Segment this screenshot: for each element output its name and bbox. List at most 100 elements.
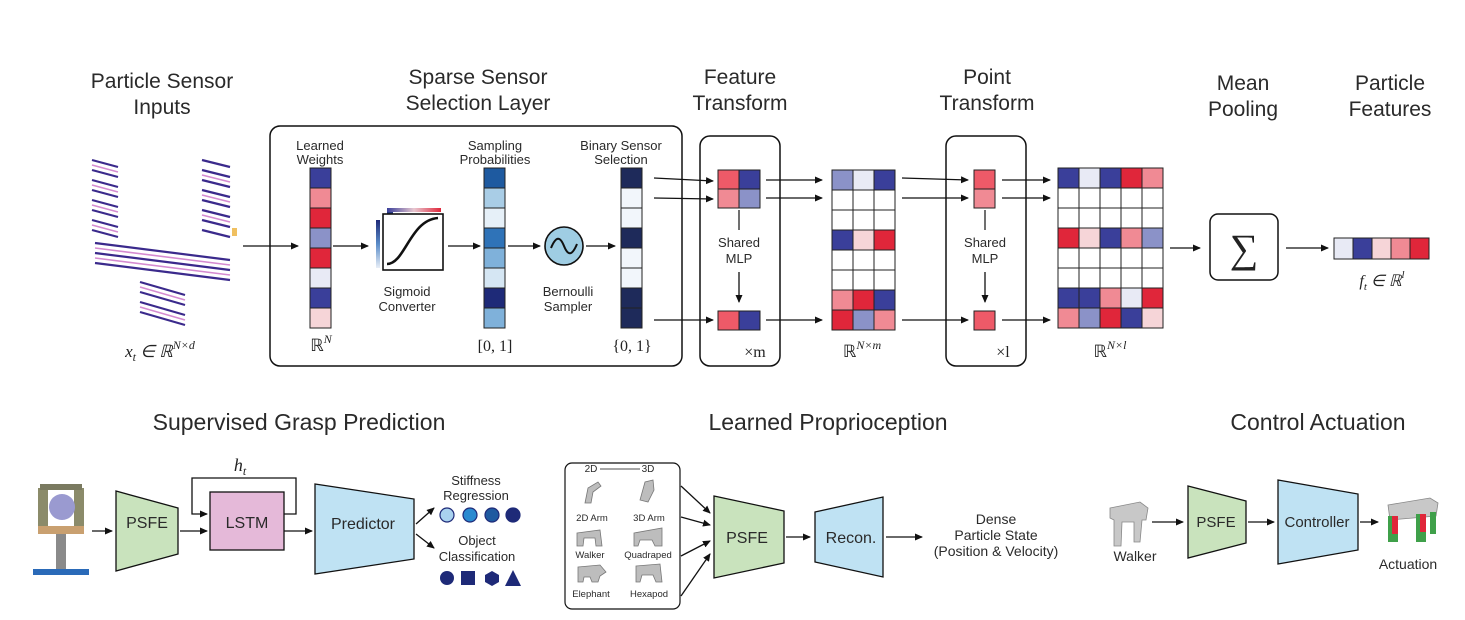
- recon-decoder: Recon.: [814, 496, 884, 578]
- predictor-block: Predictor: [314, 483, 415, 575]
- recurrent-loop: [191, 477, 297, 518]
- robot-labels: 2D Arm 3D Arm Walker Quadraped Elephant …: [572, 513, 672, 600]
- title-line: Features: [1349, 98, 1432, 121]
- psfe-label: PSFE: [1196, 514, 1235, 531]
- robot-label: Hexapod: [630, 589, 668, 600]
- object-classification-label: Object Classification: [439, 533, 516, 564]
- binary-selection-label: Binary Sensor Selection: [580, 138, 662, 167]
- sigmoid-label: Sigmoid Converter: [378, 284, 436, 314]
- times-l-label: ×l: [996, 344, 1010, 361]
- particle-feature-vector: [1333, 237, 1430, 260]
- gripper-image: [33, 484, 89, 575]
- title-line: Transform: [940, 92, 1035, 115]
- controller-block: Controller: [1277, 479, 1359, 565]
- point-transform-box: [945, 135, 1027, 367]
- label-line: Selection: [594, 152, 647, 167]
- arrow: [415, 507, 435, 525]
- stiffness-circles: [439, 507, 521, 523]
- robot-label: Elephant: [572, 589, 610, 600]
- label-line: (Position & Velocity): [934, 543, 1059, 559]
- particle-sensor-image: [88, 152, 238, 330]
- feature-mlp-top: [717, 169, 761, 209]
- title-line: Point: [963, 66, 1011, 89]
- section-title-particle-inputs: Particle Sensor Inputs: [91, 70, 233, 119]
- label-line: Dense: [976, 511, 1017, 527]
- lstm-label: LSTM: [226, 515, 269, 532]
- walker-label: Walker: [1113, 548, 1156, 564]
- lstm-block: LSTM: [209, 491, 285, 551]
- title-line: Particle Sensor: [91, 70, 233, 93]
- feature-transform-box: [699, 135, 781, 367]
- bernoulli-label: Bernoulli Sampler: [543, 284, 594, 314]
- mean-pooling-sum-box: ∑: [1209, 213, 1279, 281]
- label-line: Sampler: [544, 299, 593, 314]
- title-line: Transform: [693, 92, 788, 115]
- bernoulli-sampler-icon: [544, 226, 584, 266]
- label-line: Stiffness: [451, 473, 501, 488]
- feature-shared-mlp-label: Shared MLP: [718, 235, 760, 266]
- arrow: [653, 195, 714, 203]
- label-line: Learned: [296, 138, 344, 153]
- robot-label: 3D Arm: [633, 513, 665, 524]
- dim-3d: 3D: [642, 464, 655, 475]
- walker-image: [1109, 501, 1149, 547]
- title-line: Particle: [1355, 72, 1425, 95]
- label-line: Weights: [297, 152, 344, 167]
- robot-gallery-box: [564, 462, 681, 610]
- grasp-title: Supervised Grasp Prediction: [153, 409, 446, 435]
- proprio-title: Learned Proprioception: [708, 409, 947, 435]
- times-m-label: ×m: [744, 344, 766, 361]
- point-matrix: [1057, 167, 1164, 329]
- label-line: Shared: [964, 235, 1006, 250]
- dim-2d: 2D: [585, 464, 598, 475]
- psfe-label: PSFE: [726, 530, 768, 547]
- arrow: [653, 177, 714, 185]
- label-line: Sigmoid: [384, 284, 431, 299]
- binary-space-label: {0, 1}: [612, 338, 651, 355]
- control-title: Control Actuation: [1230, 409, 1405, 435]
- sparse-selection-box: [269, 125, 683, 367]
- arrow: [680, 516, 711, 527]
- sampling-probabilities-label: Sampling Probabilities: [460, 138, 531, 167]
- dim-headers: 2D 3D: [585, 464, 655, 475]
- title-line: Pooling: [1208, 98, 1278, 121]
- arrow: [680, 540, 711, 557]
- learned-weights-label: Learned Weights: [296, 138, 344, 167]
- label-line: Particle State: [954, 527, 1037, 543]
- label-line: Classification: [439, 549, 516, 564]
- label-line: Shared: [718, 235, 760, 250]
- label-line: Object: [458, 533, 496, 548]
- title-line: Feature: [704, 66, 776, 89]
- point-space-label: ℝN×l: [1094, 338, 1128, 361]
- input-space-label: xt ∈ ℝN×d: [124, 338, 196, 364]
- sum-symbol: ∑: [1230, 226, 1259, 271]
- label-line: MLP: [972, 251, 999, 266]
- section-title-mean-pooling: Mean Pooling: [1208, 72, 1278, 121]
- label-line: Converter: [378, 299, 436, 314]
- actuation-label: Actuation: [1379, 556, 1437, 572]
- control-psfe: PSFE: [1187, 485, 1247, 559]
- weights-space-label: ℝN: [310, 332, 332, 355]
- sampling-probabilities-vector: [483, 167, 506, 329]
- section-title-sparse-layer: Sparse Sensor Selection Layer: [406, 66, 551, 115]
- learned-weights-vector: [309, 167, 332, 329]
- predictor-label: Predictor: [331, 516, 396, 533]
- label-line: Probabilities: [460, 152, 531, 167]
- hidden-state-label: ht: [234, 455, 247, 478]
- proprio-psfe: PSFE: [713, 495, 785, 579]
- object-class-shapes: [440, 570, 521, 586]
- actuation-image: [1387, 497, 1439, 542]
- title-line: Inputs: [133, 96, 190, 119]
- point-mlp-bottom: [973, 310, 996, 331]
- feature-space-label: ℝN×m: [843, 338, 882, 361]
- robot-label: Walker: [575, 550, 604, 561]
- arrow: [901, 176, 969, 184]
- feature-mlp-bottom: [717, 310, 761, 331]
- dense-particle-state-label: Dense Particle State (Position & Velocit…: [934, 511, 1059, 559]
- prob-space-label: [0, 1]: [478, 338, 513, 355]
- section-title-particle-features: Particle Features: [1349, 72, 1432, 121]
- title-line: Sparse Sensor: [409, 66, 548, 89]
- point-shared-mlp-label: Shared MLP: [964, 235, 1006, 266]
- robot-thumbnails: [576, 479, 663, 583]
